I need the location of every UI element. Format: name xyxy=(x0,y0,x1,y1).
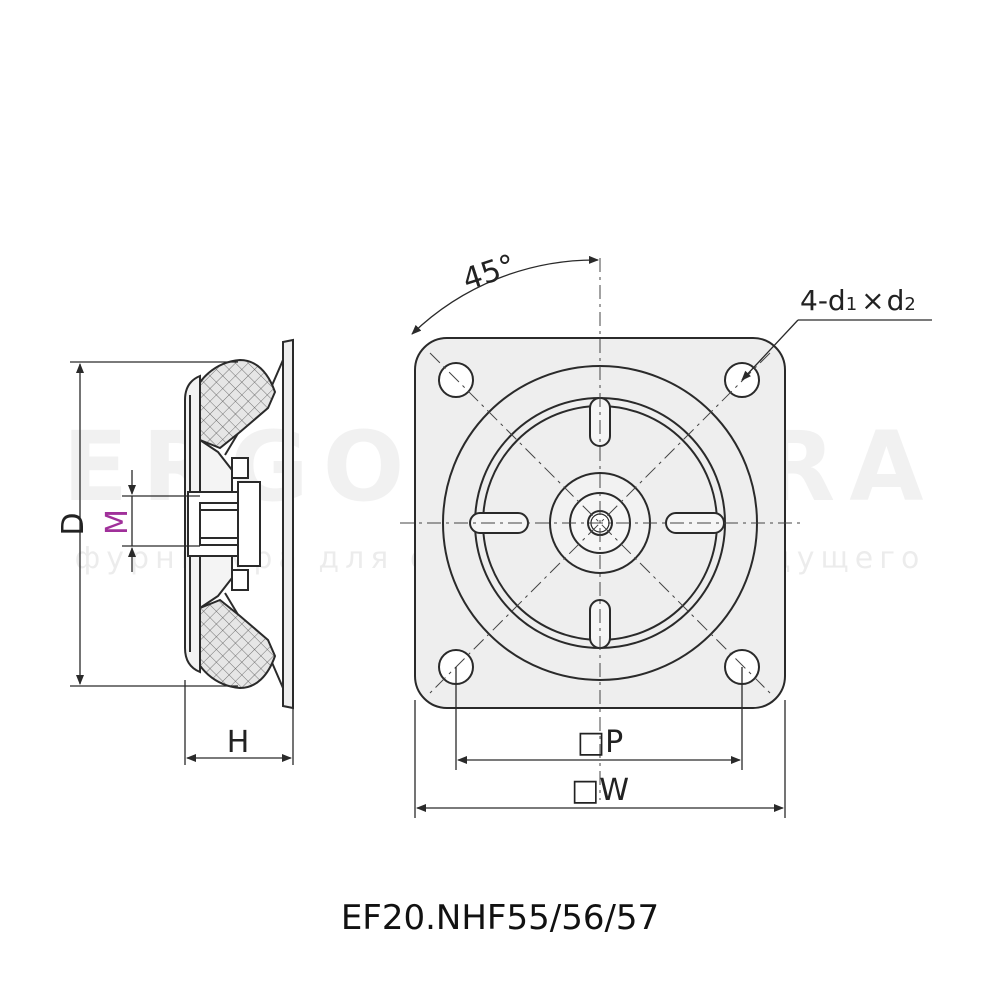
label-pitch: □P xyxy=(577,725,623,760)
hole-spec-d2: d xyxy=(887,284,905,317)
label-diameter: D xyxy=(56,512,91,535)
label-height: H xyxy=(227,725,250,760)
label-angle: 45° xyxy=(458,248,519,298)
label-thread: M xyxy=(100,509,135,535)
model-number: EF20.NHF55/56/57 xyxy=(340,898,660,938)
hole-spec-sub1: 1 xyxy=(846,294,857,315)
side-dimensions xyxy=(70,361,294,765)
side-view xyxy=(184,338,294,710)
label-hole-spec: 4-d1×d2 xyxy=(800,284,916,317)
nut-lower xyxy=(231,569,249,591)
hole-spec-times: × xyxy=(861,284,884,317)
hole-spec-sub2: 2 xyxy=(904,294,915,315)
side-plate xyxy=(282,338,294,710)
rubber-bottom xyxy=(192,598,277,690)
label-width: □W xyxy=(571,773,629,808)
mount-hole-tl xyxy=(438,362,474,398)
hole-leader xyxy=(741,319,799,381)
dim-angle-arc xyxy=(411,255,599,335)
bushing-collar xyxy=(237,481,261,567)
center-lines xyxy=(400,258,800,800)
nut-upper xyxy=(231,457,249,479)
rubber-top xyxy=(192,358,277,450)
hole-spec-main: 4-d xyxy=(800,284,846,317)
top-dimensions xyxy=(411,255,932,818)
